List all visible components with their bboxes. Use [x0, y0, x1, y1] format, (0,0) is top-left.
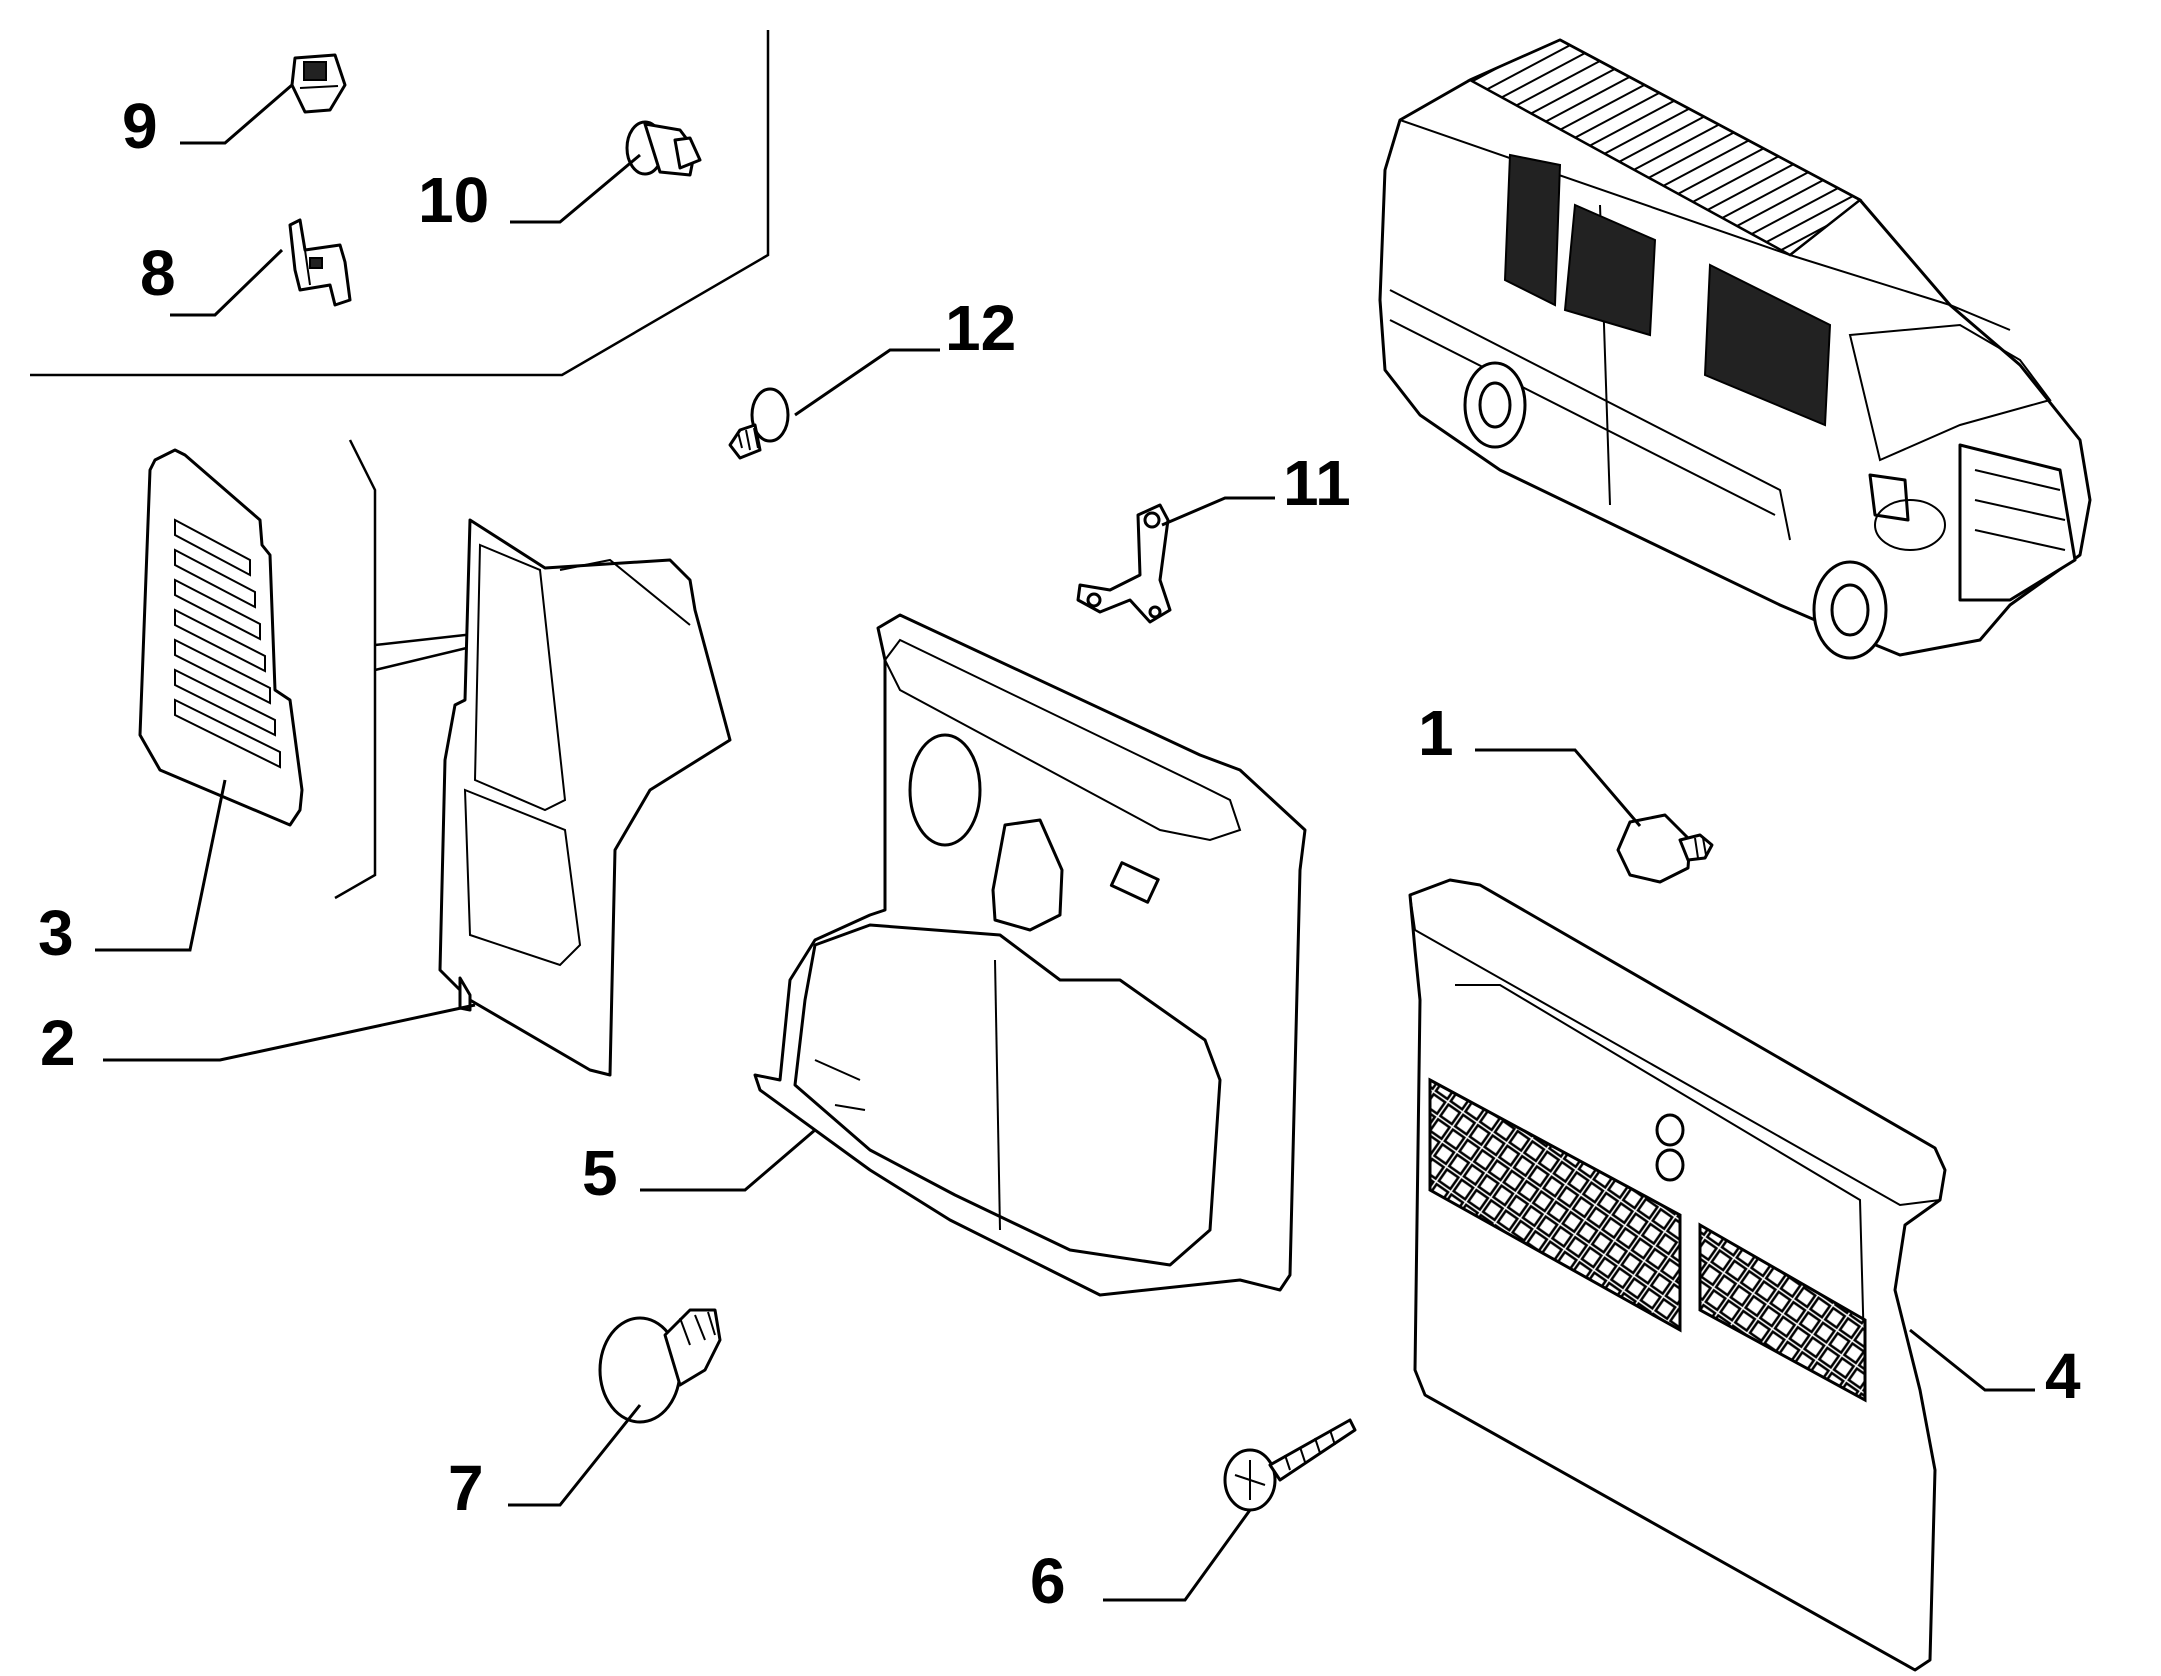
callout-11: 11: [1283, 447, 1351, 519]
mounting-bracket-icon: [1076, 503, 1172, 624]
callout-9: 9: [122, 90, 158, 162]
fir-tree-rivet-icon: [598, 1308, 722, 1424]
leader-2: [103, 1003, 476, 1062]
leader-9: [180, 83, 293, 145]
threaded-stud-icon: [728, 387, 790, 460]
square-nut-clip-icon: [290, 53, 347, 114]
callout-2: 2: [40, 1007, 76, 1079]
callout-labels: 9 10 8 12 11 1 3 2 5 4 7 6: [38, 90, 2081, 1617]
leader-6: [1103, 1509, 1252, 1602]
callout-12: 12: [945, 292, 1016, 364]
callout-10: 10: [418, 164, 489, 236]
metal-spring-clip-icon: [288, 218, 352, 307]
callout-6: 6: [1030, 1545, 1066, 1617]
callout-7: 7: [448, 1452, 484, 1524]
callout-3: 3: [38, 897, 74, 969]
leader-10: [510, 153, 641, 224]
leader-lines: [95, 83, 2035, 1602]
leader-4: [1909, 1328, 2035, 1392]
van-locator-icon: [1378, 38, 2092, 660]
callout-1: 1: [1418, 697, 1454, 769]
leader-11: [1161, 496, 1275, 527]
plastic-plug-icon: [625, 120, 702, 177]
leader-1: [1475, 748, 1642, 827]
leader-12: [794, 348, 940, 417]
leader-7: [508, 1404, 642, 1507]
leader-8: [170, 248, 284, 317]
vent-grille-panel-icon: [138, 448, 304, 827]
leader-5: [640, 1128, 816, 1192]
push-clip-icon: [1616, 813, 1714, 884]
pillar-trim-panel-icon: [438, 518, 732, 1077]
callout-8: 8: [140, 237, 176, 309]
callout-5: 5: [582, 1137, 618, 1209]
wheel-arch-trim-panel-icon: [753, 613, 1307, 1297]
self-tapping-screw-icon: [1223, 1418, 1357, 1512]
callout-4: 4: [2045, 1340, 2081, 1412]
leader-3: [95, 779, 227, 952]
side-trim-panel-with-nets-icon: [1408, 878, 1947, 1672]
